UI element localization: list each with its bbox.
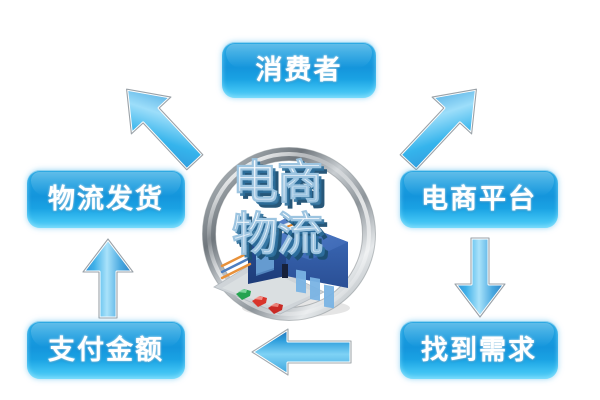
center-text-line2-shadow: 物流 (238, 213, 329, 267)
node-consumer-label: 消费者 (255, 54, 343, 86)
node-consumer[interactable]: 消费者 (222, 42, 376, 98)
arrow-left (248, 327, 354, 377)
arrow-up (78, 236, 138, 320)
node-logistics-label: 物流发货 (48, 183, 164, 215)
center-text-line1: 电商 (232, 155, 322, 209)
node-demand[interactable]: 找到需求 (400, 321, 558, 379)
center-text-line1-mid: 电商 (235, 158, 325, 212)
node-payment[interactable]: 支付金额 (27, 321, 185, 379)
car-red-1 (252, 296, 267, 307)
node-platform-label: 电商平台 (421, 183, 537, 215)
node-payment-label: 支付金额 (48, 334, 164, 366)
center-emblem-text: 电商 电商 电商 物流 物流 物流 (232, 155, 330, 267)
arrow-up-left (388, 68, 498, 183)
center-emblem: 电商 电商 电商 物流 物流 物流 (196, 142, 382, 328)
node-demand-label: 找到需求 (421, 334, 537, 366)
arrow-up-right (105, 68, 215, 183)
arrow-down (450, 236, 510, 320)
silver-ring (202, 147, 376, 321)
node-logistics[interactable]: 物流发货 (27, 170, 185, 228)
center-text-line2: 物流 (232, 207, 323, 261)
car-red-2 (268, 303, 283, 314)
center-text-line2-mid: 物流 (235, 210, 326, 264)
center-text-line1-shadow: 电商 (238, 161, 328, 215)
warehouse-illustration (213, 217, 348, 315)
node-platform[interactable]: 电商平台 (400, 170, 558, 228)
car-green (236, 289, 251, 300)
